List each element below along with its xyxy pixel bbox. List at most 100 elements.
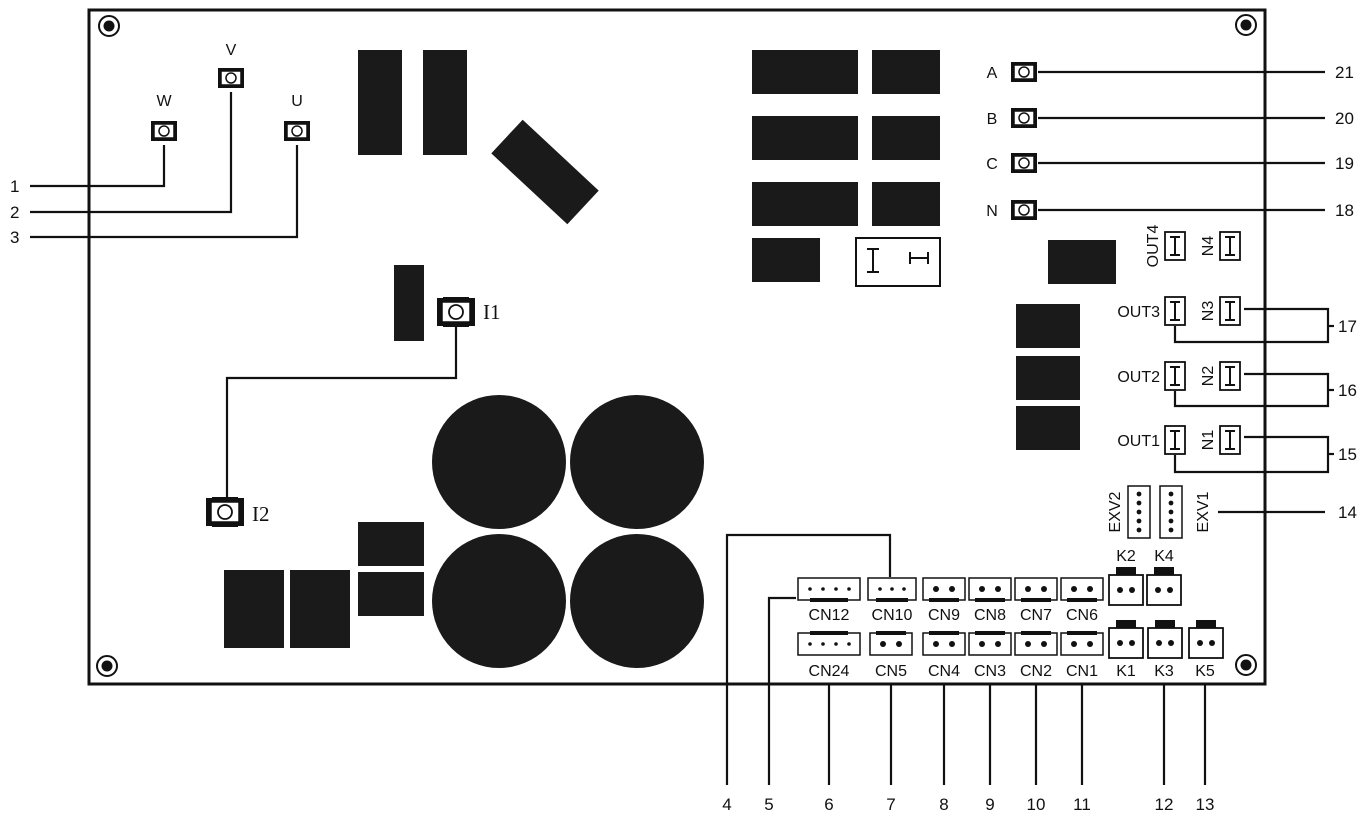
component-block xyxy=(358,572,424,616)
component-block-tilted xyxy=(491,119,599,225)
connector-cn8 xyxy=(968,577,1012,602)
mounting-hole-bottom-right xyxy=(1235,654,1257,676)
mounting-hole-top-left xyxy=(98,15,120,37)
component-block xyxy=(1016,406,1080,450)
component-block xyxy=(358,522,424,566)
terminal-a-label: A xyxy=(987,65,998,82)
callout-11: 11 xyxy=(1073,795,1091,814)
relay-k1 xyxy=(1108,620,1144,659)
callout-21: 21 xyxy=(1335,63,1354,82)
terminal-c-label: C xyxy=(986,156,998,173)
terminal-n4-label: N4 xyxy=(1200,236,1217,257)
exv2-label: EXV2 xyxy=(1107,491,1124,532)
mounting-hole-top-right xyxy=(1235,14,1257,36)
terminal-u-label: U xyxy=(291,93,303,110)
exv1-label: EXV1 xyxy=(1195,491,1212,532)
capacitor xyxy=(570,395,704,529)
component-block xyxy=(872,50,940,94)
capacitor xyxy=(432,395,566,529)
component-block xyxy=(1048,240,1116,284)
callout-17: 17 xyxy=(1338,317,1357,336)
connector-cn5 xyxy=(869,631,913,656)
relay-k5 xyxy=(1188,620,1224,659)
connector-cn8-label: CN8 xyxy=(974,607,1006,624)
connector-cn4-label: CN4 xyxy=(928,663,960,680)
component-block xyxy=(752,50,858,94)
terminal-n2-label: N2 xyxy=(1200,366,1217,387)
connector-cn9-label: CN9 xyxy=(928,607,960,624)
terminal-b-label: B xyxy=(987,111,998,128)
connector-cn12-label: CN12 xyxy=(809,607,850,624)
callout-3: 3 xyxy=(10,228,19,247)
terminal-n-label: N xyxy=(986,203,998,220)
terminal-out4-label: OUT4 xyxy=(1145,225,1162,268)
callout-8: 8 xyxy=(939,795,948,814)
connector-cn7 xyxy=(1014,577,1058,602)
connector-cn10 xyxy=(867,577,917,602)
relay-k2 xyxy=(1108,567,1144,606)
terminal-i2-label: I2 xyxy=(252,502,270,526)
component-block xyxy=(1016,304,1080,348)
bracket-17 xyxy=(1173,307,1330,344)
relay-k3-label: K3 xyxy=(1154,663,1174,680)
relay-k4-label: K4 xyxy=(1154,548,1174,565)
component-block xyxy=(1016,356,1080,400)
leader-line-3 xyxy=(30,145,299,239)
component-block xyxy=(752,182,858,226)
terminal-out1-label: OUT1 xyxy=(1117,433,1160,450)
terminal-b xyxy=(1010,107,1038,129)
relay-k3 xyxy=(1147,620,1183,659)
terminal-w xyxy=(150,120,178,142)
component-block xyxy=(423,50,467,155)
terminal-c xyxy=(1010,152,1038,174)
callout-1: 1 xyxy=(10,177,19,196)
terminal-n1-label: N1 xyxy=(1200,430,1217,451)
callout-9: 9 xyxy=(985,795,994,814)
bracket-15 xyxy=(1173,435,1330,474)
terminal-a xyxy=(1010,61,1038,83)
terminal-v xyxy=(217,67,245,89)
exv2-connector xyxy=(1127,485,1151,539)
component-block xyxy=(752,238,820,282)
relay-k5-label: K5 xyxy=(1195,663,1215,680)
bracket-16 xyxy=(1173,372,1330,408)
connector-cn3-label: CN3 xyxy=(974,663,1006,680)
callout-2: 2 xyxy=(10,203,19,222)
fuse-holder xyxy=(855,237,941,287)
terminal-i2 xyxy=(205,496,245,528)
connector-cn1 xyxy=(1060,631,1104,656)
terminal-u xyxy=(283,120,311,142)
connector-cn9 xyxy=(922,577,966,602)
connector-cn2 xyxy=(1014,631,1058,656)
i1-i2-link xyxy=(225,327,458,497)
callout-5: 5 xyxy=(764,795,773,814)
exv1-connector xyxy=(1159,485,1183,539)
leader-line-1 xyxy=(30,145,166,188)
connector-cn2-label: CN2 xyxy=(1020,663,1052,680)
component-block xyxy=(752,116,858,160)
component-block xyxy=(358,50,402,155)
connector-cn6 xyxy=(1060,577,1104,602)
connector-cn6-label: CN6 xyxy=(1066,607,1098,624)
callout-4: 4 xyxy=(722,795,731,814)
component-block xyxy=(872,182,940,226)
component-block xyxy=(872,116,940,160)
capacitor xyxy=(570,534,704,668)
component-block xyxy=(224,570,284,648)
callout-10: 10 xyxy=(1027,795,1046,814)
terminal-n3-label: N3 xyxy=(1200,301,1217,322)
connector-cn3 xyxy=(968,631,1012,656)
terminal-out2-label: OUT2 xyxy=(1117,369,1160,386)
relay-k4 xyxy=(1146,567,1182,606)
terminal-out4 xyxy=(1164,231,1186,261)
callout-13: 13 xyxy=(1196,795,1215,814)
callout-15: 15 xyxy=(1338,445,1357,464)
component-block xyxy=(290,570,350,648)
callout-7: 7 xyxy=(886,795,895,814)
terminal-w-label: W xyxy=(156,93,172,110)
terminal-out3-label: OUT3 xyxy=(1117,304,1160,321)
relay-k1-label: K1 xyxy=(1116,663,1136,680)
connector-cn7-label: CN7 xyxy=(1020,607,1052,624)
connector-cn1-label: CN1 xyxy=(1066,663,1098,680)
